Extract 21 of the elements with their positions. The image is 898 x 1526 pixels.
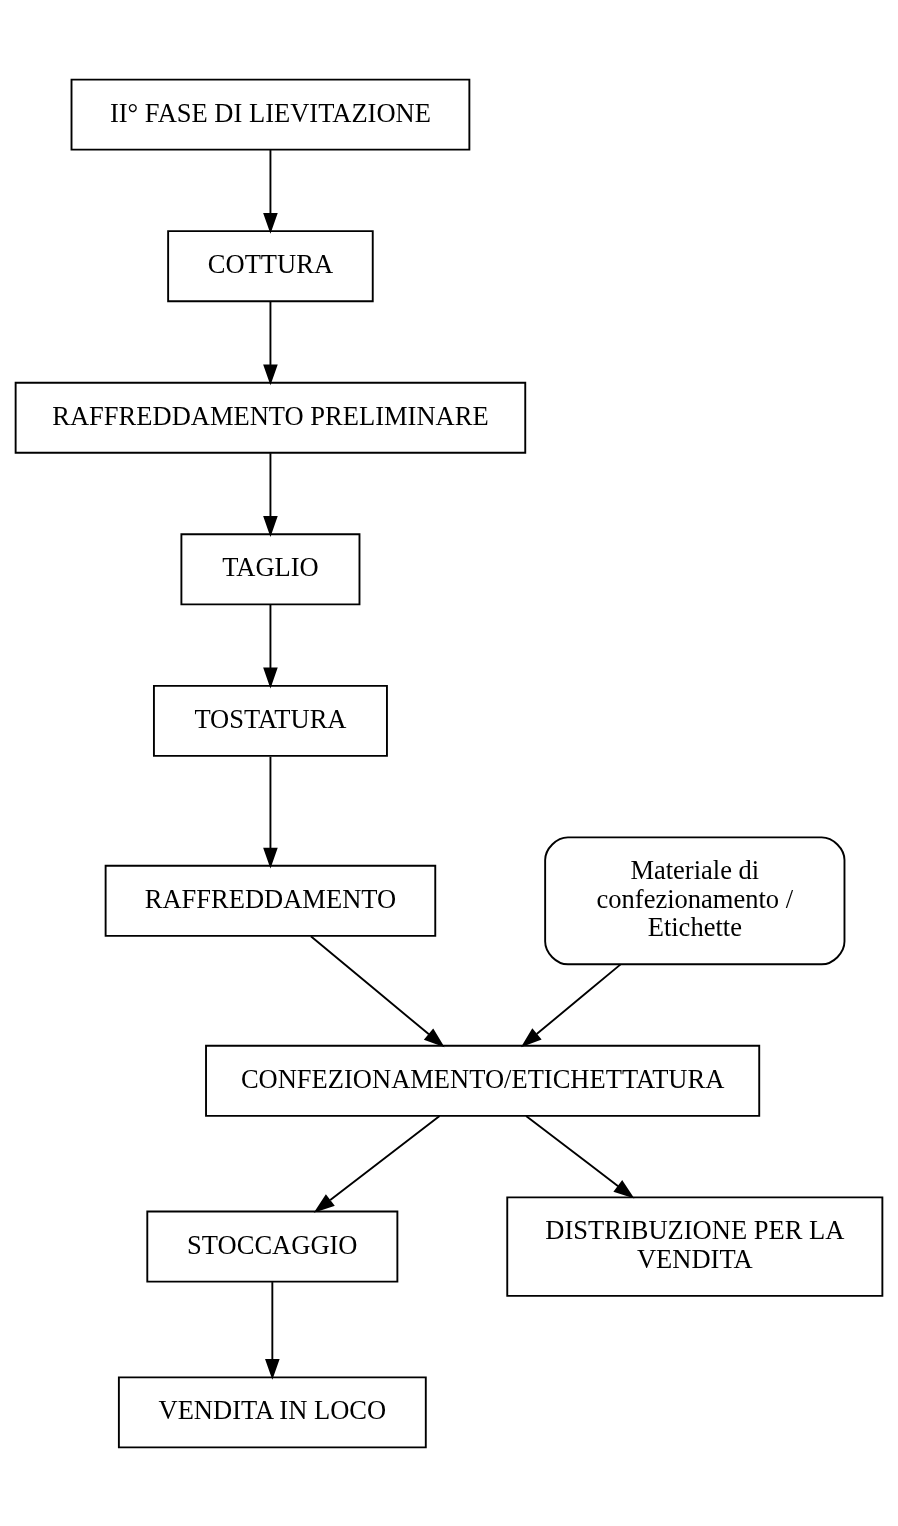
arrow	[263, 603, 278, 688]
arrow	[263, 755, 278, 869]
node-box: STOCCAGGIO	[146, 1210, 399, 1283]
arrow	[525, 1114, 635, 1199]
node-box: RAFFREDDAMENTO	[104, 864, 437, 937]
arrow	[263, 148, 278, 234]
node-box: CONFEZIONAMENTO/ETICHETTATURA	[205, 1044, 761, 1117]
node-box: COTTURA	[167, 229, 374, 302]
node-box: II° FASE DI LIEVITAZIONE	[70, 78, 471, 151]
node-box: TAGLIO	[180, 532, 361, 605]
arrow	[263, 300, 278, 385]
arrow	[313, 1114, 441, 1213]
node-box: RAFFREDDAMENTO PRELIMINARE	[14, 381, 527, 454]
arrow	[265, 1280, 280, 1380]
node-box: VENDITA IN LOCO	[117, 1375, 427, 1448]
node-box: TOSTATURA	[153, 684, 388, 757]
arrow	[263, 451, 278, 537]
node-box: DISTRIBUZIONE PER LA VENDITA	[506, 1195, 884, 1297]
arrow	[520, 962, 622, 1047]
arrow	[309, 934, 445, 1047]
node-box: Materiale di confezionamento / Etichette	[544, 835, 846, 965]
